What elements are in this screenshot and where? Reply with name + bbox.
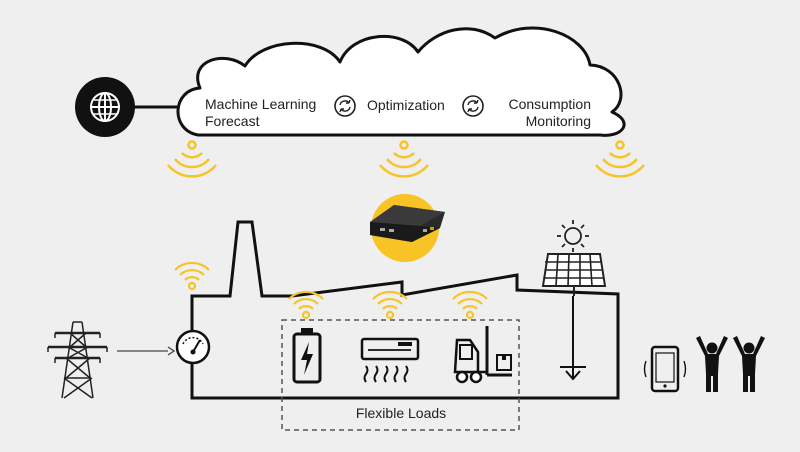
battery-charging-icon — [292, 328, 322, 384]
wifi-signal-icon — [594, 140, 646, 178]
flexible-loads-label: Flexible Loads — [356, 405, 446, 421]
sync-icon — [334, 95, 356, 117]
factory-outline — [190, 220, 620, 400]
power-pylon-icon — [47, 321, 108, 399]
wifi-signal-icon — [378, 140, 430, 178]
optimization-label: Optimization — [367, 97, 445, 113]
cloud-shape — [176, 26, 626, 137]
wifi-signal-icon — [166, 140, 218, 178]
person-icon — [696, 336, 728, 392]
wifi-signal-icon — [287, 290, 325, 320]
wifi-signal-icon — [451, 290, 489, 320]
consumption-label-2: Monitoring — [526, 113, 591, 129]
person-icon — [733, 336, 765, 392]
sync-icon — [462, 95, 484, 117]
smartphone-icon — [643, 345, 687, 393]
solar-panel-icon — [541, 253, 607, 296]
feed-arrow — [117, 346, 176, 356]
globe-icon — [75, 77, 135, 137]
air-conditioner-icon — [360, 337, 420, 383]
sun-icon — [557, 220, 589, 252]
meter-gauge-icon — [175, 329, 211, 365]
ml-forecast-label-2: Forecast — [205, 113, 260, 129]
edge-device-icon — [370, 194, 445, 262]
wifi-signal-icon — [371, 290, 409, 320]
consumption-label-1: Consumption — [509, 96, 592, 112]
ml-forecast-label-1: Machine Learning — [205, 96, 316, 112]
forklift-icon — [453, 326, 512, 384]
flexible-loads-box — [281, 319, 520, 431]
wifi-signal-icon — [173, 261, 211, 291]
ground-arrow-icon — [560, 296, 586, 381]
